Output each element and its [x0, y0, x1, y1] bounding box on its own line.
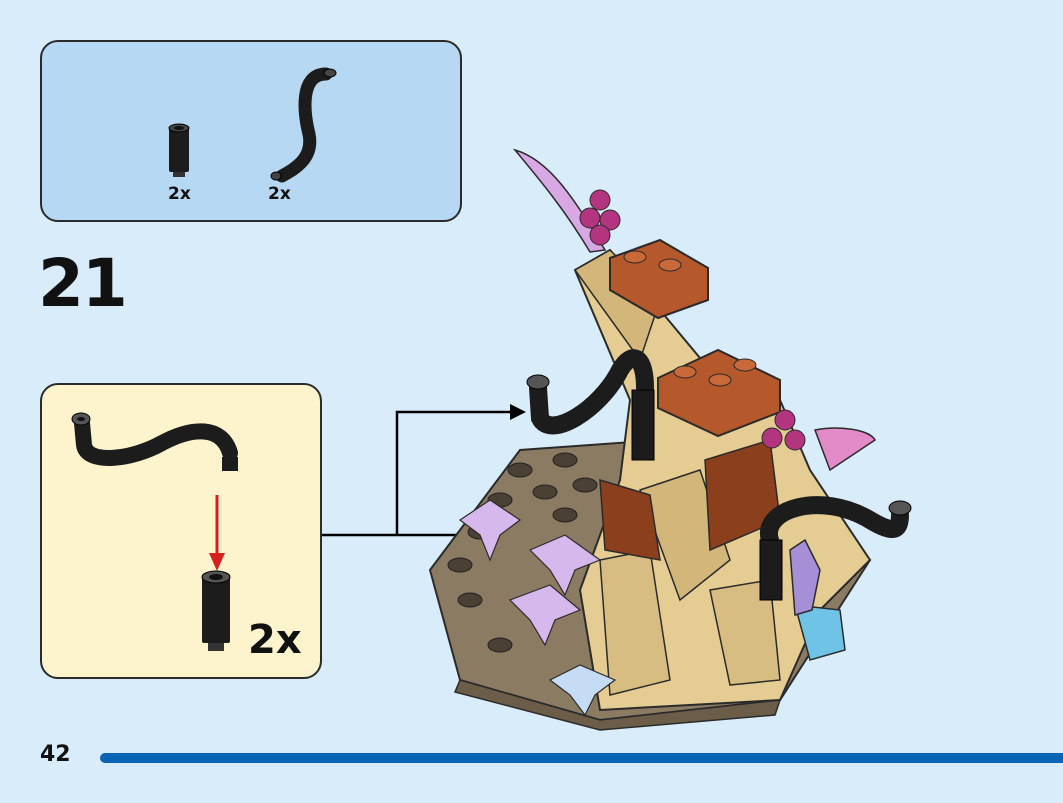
subassembly-box	[40, 383, 322, 679]
page-number: 42	[40, 742, 71, 767]
page-progress-bar	[100, 753, 1063, 763]
cylinder-brick-icon	[168, 123, 190, 177]
subassembly-hose-icon	[71, 412, 238, 471]
step-number: 21	[38, 245, 128, 322]
cylinder-brick-icon	[201, 570, 231, 651]
part-quantity-2: 2x	[268, 184, 291, 204]
subassembly-quantity: 2x	[248, 617, 302, 663]
page-progress-fill	[100, 753, 1063, 763]
model-illustration	[428, 148, 912, 731]
part-quantity-1: 2x	[168, 184, 191, 204]
parts-list-box: 2x 2x	[40, 40, 462, 222]
curved-hose-icon	[270, 67, 337, 183]
down-arrow-icon	[209, 495, 225, 571]
